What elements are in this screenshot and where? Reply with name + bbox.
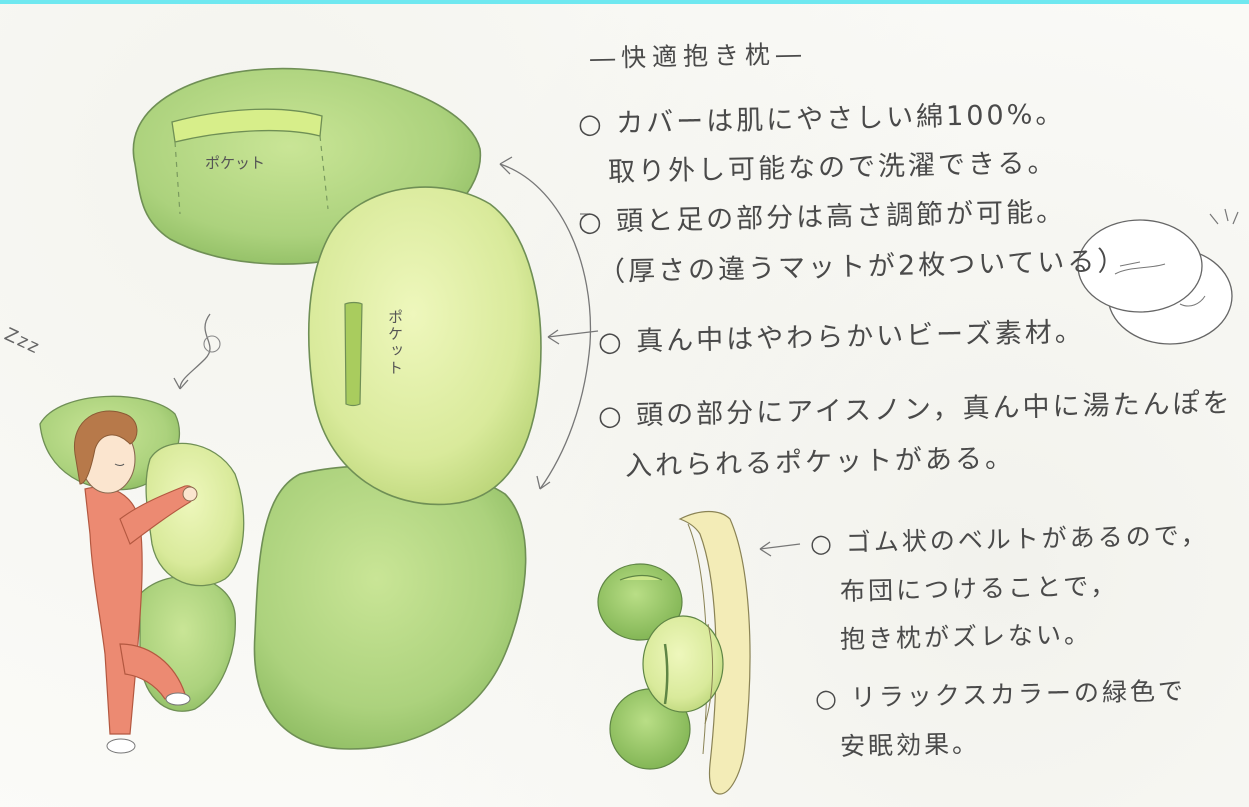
pocket-slot-middle: [344, 301, 363, 407]
belt-pillow-sideview: [597, 510, 751, 795]
pocket-label-middle: ポケット: [386, 309, 404, 377]
pocket-label-top: ポケット: [205, 154, 266, 172]
mat-icon: [1077, 208, 1239, 345]
arrow-icon: [547, 330, 599, 338]
pillow-middle-part: [307, 186, 542, 506]
note-color-line2: 安眠効果。: [839, 729, 981, 761]
arrow-icon: [759, 543, 801, 550]
note-belt-line2: 布団につけることで，: [839, 571, 1119, 606]
arrow-icon: [499, 163, 592, 490]
note-belt-line3: 抱き枕がズレない。: [839, 619, 1093, 654]
pillow-foot-part: [253, 465, 527, 750]
arrow-icon: [179, 313, 211, 390]
sleeping-person: [39, 395, 245, 754]
sketch-illustration: [39, 67, 1239, 795]
note-pocket-line2: 入れられるポケットがある。: [624, 442, 1016, 482]
page-title: ―快適抱き枕―: [589, 39, 808, 73]
